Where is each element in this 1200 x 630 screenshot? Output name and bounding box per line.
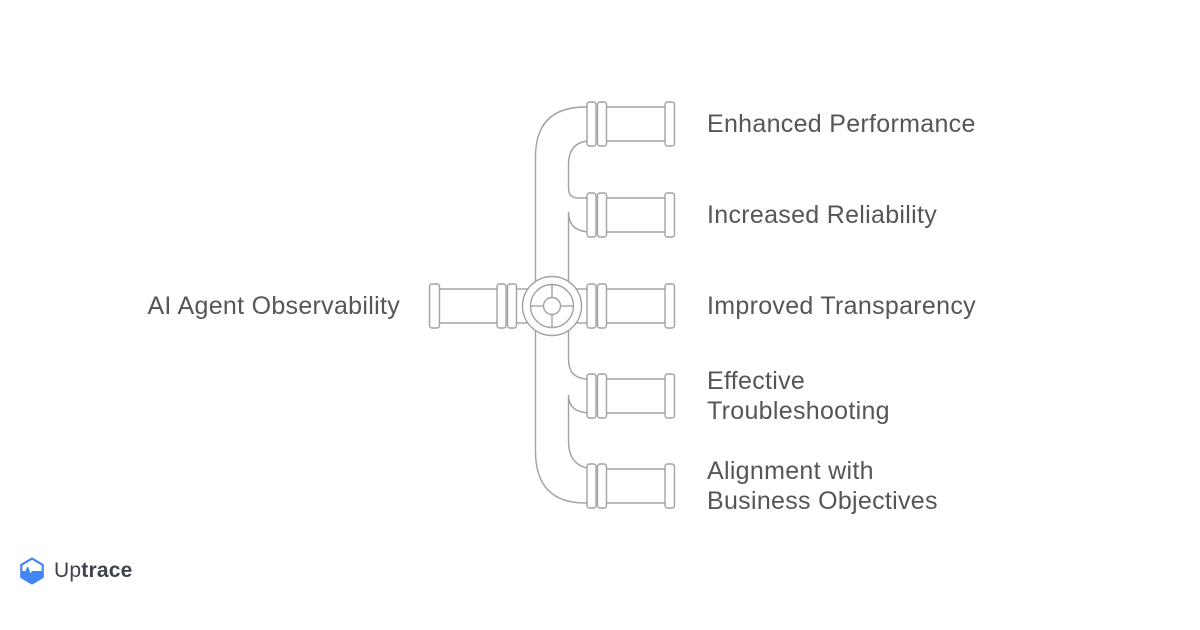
elbow-bottom-outer <box>534 330 591 504</box>
elbow-branch4-upper <box>567 331 591 380</box>
branch-label-increased-reliability: Increased Reliability <box>707 201 938 229</box>
pipe-flange <box>496 283 507 329</box>
pipe-flange <box>664 192 676 238</box>
uptrace-hexagon-icon <box>20 557 44 585</box>
pipe-body <box>603 378 667 414</box>
pipe-body <box>603 288 667 324</box>
elbow-branch4-lower <box>567 394 597 470</box>
branch-pipe-3 <box>575 283 676 329</box>
pipe-flange <box>428 283 441 329</box>
pipe-flange <box>664 373 676 419</box>
pipe-flange <box>596 463 608 509</box>
brand-suffix: trace <box>81 559 133 582</box>
pipe-flange <box>586 192 597 238</box>
pipe-flange <box>596 192 608 238</box>
pipe-flange <box>664 463 676 509</box>
branch-label-effective-troubleshooting: Effective Troubleshooting <box>707 367 890 425</box>
pipe-flange <box>664 101 676 147</box>
pipe-flange <box>596 101 608 147</box>
brand-prefix: Up <box>54 559 82 582</box>
valve-spokes <box>530 284 574 328</box>
pipe-body <box>438 288 500 324</box>
pipe-flange <box>586 283 597 329</box>
pipe-flange <box>586 101 597 147</box>
valve-icon <box>521 275 583 337</box>
pipe-body <box>603 197 667 233</box>
branch-label-improved-transparency: Improved Transparency <box>707 292 976 320</box>
root-label: AI Agent Observability <box>147 292 400 320</box>
pipe-flange <box>664 283 676 329</box>
pipe-flange <box>596 283 608 329</box>
pipe-flange <box>596 373 608 419</box>
pipe-body <box>603 106 667 142</box>
uptrace-logo: Uptrace <box>18 556 132 586</box>
branch-label-enhanced-performance: Enhanced Performance <box>707 110 976 138</box>
branch-pipe-5 <box>586 463 676 509</box>
branch-pipe-1 <box>586 101 676 147</box>
input-pipe <box>428 283 529 329</box>
valve-hub <box>542 296 562 316</box>
pipe-flange <box>506 283 518 329</box>
pipe-flange <box>586 463 597 509</box>
elbow-top-outer <box>534 106 591 282</box>
branch-label-alignment-business-objectives: Alignment with Business Objectives <box>707 457 938 515</box>
uptrace-wordmark: Uptrace <box>54 559 132 583</box>
pipe-body <box>603 468 667 504</box>
branch-pipe-4 <box>586 373 676 419</box>
pipe-flange <box>586 373 597 419</box>
branch-pipe-2 <box>586 192 676 238</box>
elbow-branch1-inner <box>567 140 592 199</box>
